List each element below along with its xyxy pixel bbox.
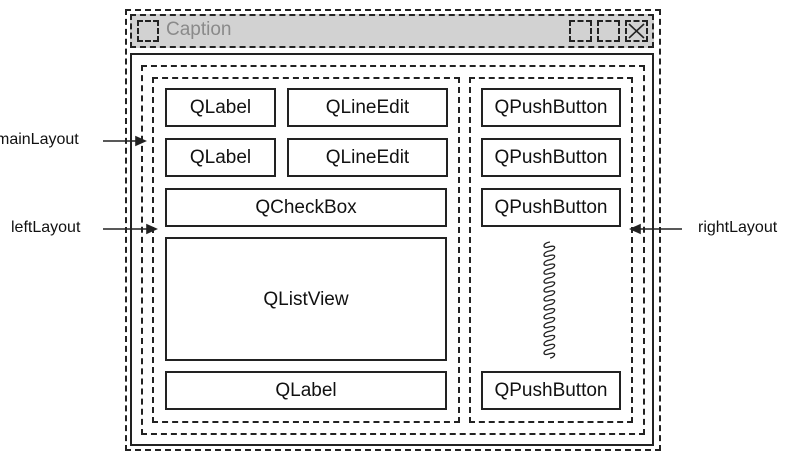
qlineedit-widget-2: QLineEdit bbox=[287, 138, 448, 177]
window-titlebar bbox=[130, 14, 654, 48]
qpushbutton-widget-3: QPushButton bbox=[481, 188, 621, 227]
maximize-icon bbox=[597, 20, 620, 42]
qpushbutton-widget-1: QPushButton bbox=[481, 88, 621, 127]
qcheckbox-widget: QCheckBox bbox=[165, 188, 447, 227]
qlabel-widget-2: QLabel bbox=[165, 138, 276, 177]
qpushbutton-widget-4: QPushButton bbox=[481, 371, 621, 410]
close-icon bbox=[625, 20, 648, 42]
right-layout-annotation: rightLayout bbox=[698, 219, 778, 236]
qlabel-widget-3: QLabel bbox=[165, 371, 447, 410]
window-client-area bbox=[130, 53, 654, 446]
qlineedit-widget-1: QLineEdit bbox=[287, 88, 448, 127]
left-layout-box bbox=[152, 77, 460, 423]
system-menu-icon bbox=[137, 20, 159, 42]
window-caption: Caption bbox=[166, 19, 232, 40]
qpushbutton-widget-2: QPushButton bbox=[481, 138, 621, 177]
main-layout-annotation: mainLayout bbox=[0, 131, 79, 148]
left-layout-annotation: leftLayout bbox=[11, 219, 81, 236]
qlabel-widget-1: QLabel bbox=[165, 88, 276, 127]
main-layout-box bbox=[141, 65, 645, 435]
minimize-icon bbox=[569, 20, 592, 42]
qlistview-widget: QListView bbox=[165, 237, 447, 361]
right-layout-box bbox=[469, 77, 633, 423]
spring-spacer-icon bbox=[543, 241, 556, 359]
